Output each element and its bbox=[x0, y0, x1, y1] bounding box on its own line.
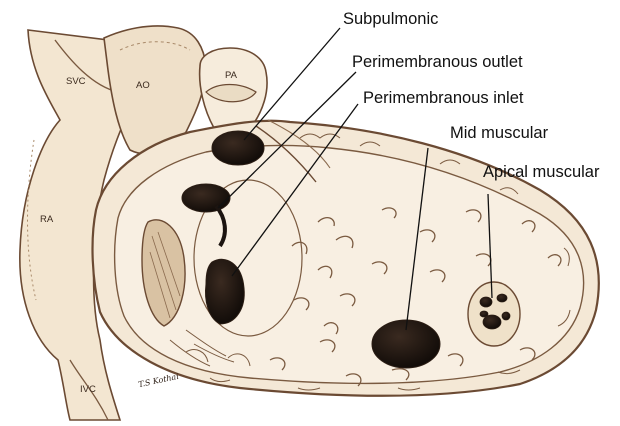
label-ra: RA bbox=[40, 214, 53, 225]
apical-region-ring bbox=[468, 282, 520, 346]
callout-perimembranous-inlet: Perimembranous inlet bbox=[363, 89, 524, 108]
callout-subpulmonic: Subpulmonic bbox=[343, 10, 438, 29]
subpulmonic-defect bbox=[212, 131, 264, 165]
label-ivc: IVC bbox=[80, 384, 96, 395]
callout-mid-muscular: Mid muscular bbox=[450, 124, 548, 143]
perimembranous-inlet-defect bbox=[206, 259, 245, 324]
label-ao: AO bbox=[136, 80, 150, 91]
label-svc: SVC bbox=[66, 76, 86, 87]
callout-perimembranous-outlet: Perimembranous outlet bbox=[352, 53, 523, 72]
perimembranous-outlet-defect bbox=[182, 184, 230, 212]
callout-apical-muscular: Apical muscular bbox=[483, 163, 599, 182]
label-pa: PA bbox=[225, 70, 237, 81]
